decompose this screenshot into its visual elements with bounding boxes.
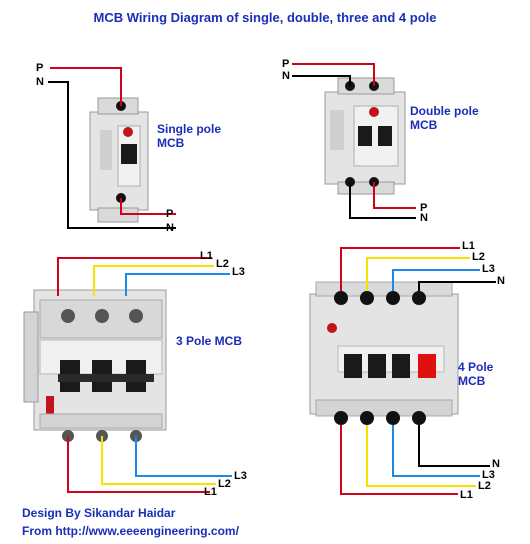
fp-output-l1-label: L1 (460, 489, 473, 501)
single-pole-label-line1: Single pole (157, 122, 222, 136)
single-pole-label: Single pole MCB (157, 122, 221, 150)
four-pole-wiring (340, 247, 496, 495)
dp-input-p-label: P (282, 58, 290, 70)
diagram-title: MCB Wiring Diagram of single, double, th… (93, 10, 437, 25)
double-pole-label: Double pole MCB (410, 104, 479, 132)
four-pole-label-line1: 4 Pole (458, 360, 494, 374)
double-pole-label-line2: MCB (410, 118, 438, 132)
three-pole-wiring (57, 257, 232, 493)
tp-output-l1-label: L1 (204, 486, 217, 498)
single-pole-mcb (89, 97, 149, 223)
fp-input-l1-label: L1 (462, 240, 475, 252)
tp-input-l1-label: L1 (200, 250, 213, 262)
sp-output-n-label: N (166, 222, 174, 234)
four-pole-mcb (309, 281, 459, 425)
tp-output-l2-label: L2 (218, 478, 231, 490)
four-pole-label-line2: MCB (458, 374, 486, 388)
fp-input-n-label: N (497, 275, 505, 287)
fp-output-l3-label: L3 (482, 469, 495, 481)
source-credit: From http://www.eeeengineering.com/ (22, 524, 239, 538)
fp-input-l2-label: L2 (472, 251, 485, 263)
tp-output-l3-label: L3 (234, 470, 247, 482)
four-pole-label: 4 Pole MCB (458, 360, 493, 388)
fp-output-l2-label: L2 (478, 480, 491, 492)
dp-output-n-label: N (420, 212, 428, 224)
designer-credit: Design By Sikandar Haidar (22, 506, 176, 520)
tp-input-l2-label: L2 (216, 258, 229, 270)
fp-output-n-label: N (492, 458, 500, 470)
three-pole-mcb (23, 289, 167, 442)
sp-output-p-label: P (166, 208, 174, 220)
single-pole-label-line2: MCB (157, 136, 185, 150)
dp-output-p-label: P (420, 202, 428, 214)
sp-input-n-label: N (36, 76, 44, 88)
tp-input-l3-label: L3 (232, 266, 245, 278)
fp-input-l3-label: L3 (482, 263, 495, 275)
double-pole-wiring (292, 63, 416, 219)
single-pole-wiring (48, 67, 176, 229)
three-pole-label: 3 Pole MCB (176, 334, 243, 348)
double-pole-label-line1: Double pole (410, 104, 479, 118)
sp-input-p-label: P (36, 62, 44, 74)
dp-input-n-label: N (282, 70, 290, 82)
double-pole-mcb (324, 77, 406, 195)
